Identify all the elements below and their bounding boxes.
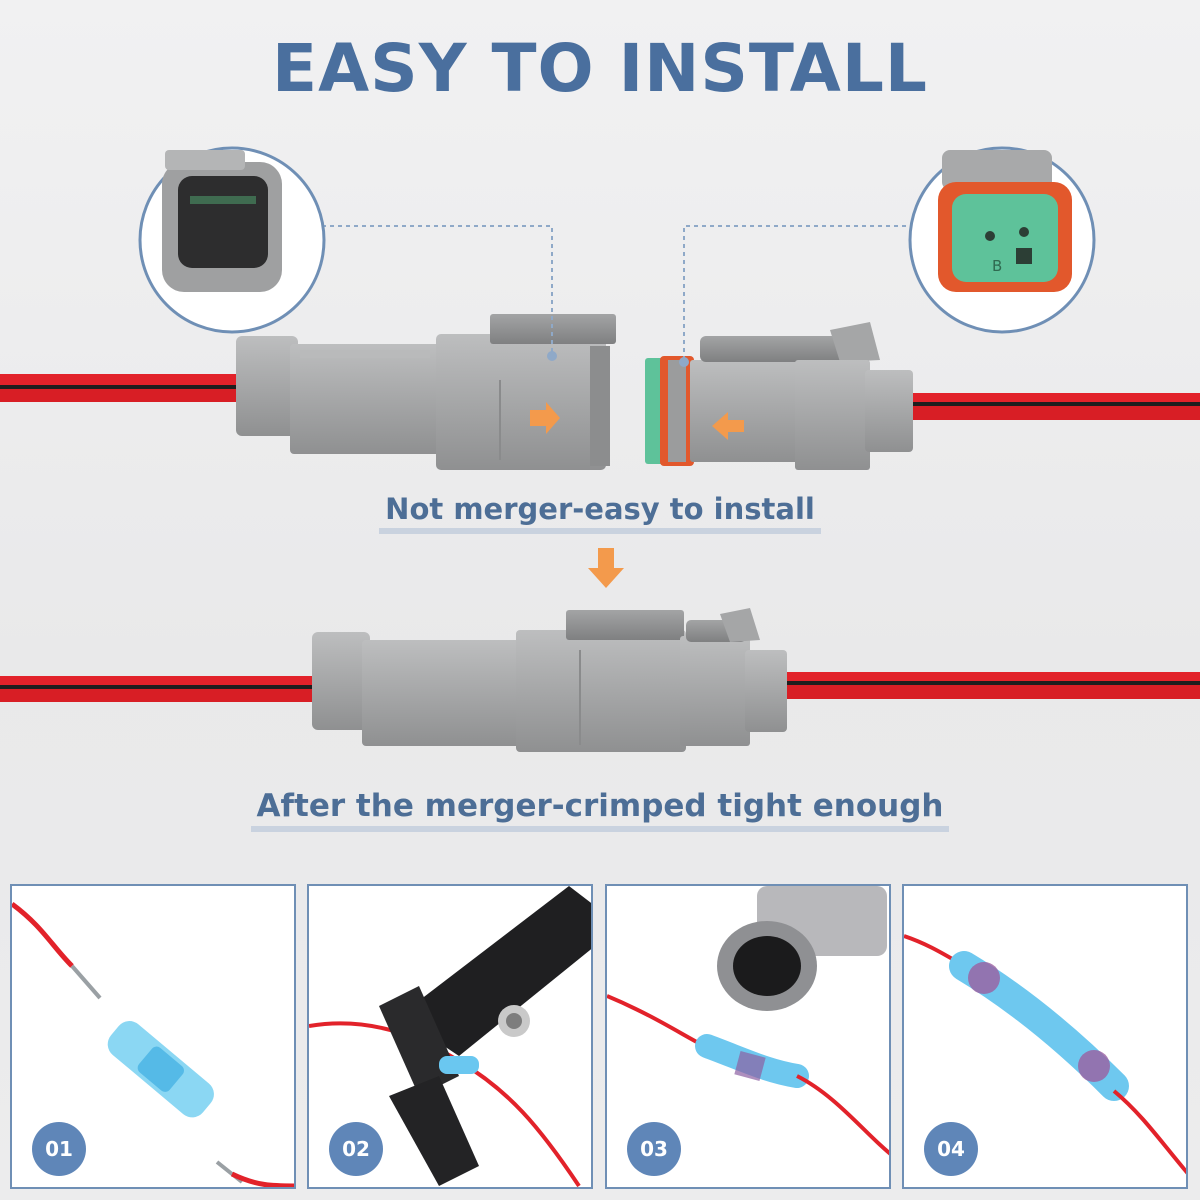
leader-line-right xyxy=(683,225,914,362)
step-badge-02: 02 xyxy=(329,1122,383,1176)
caption-before-merge: Not merger-easy to install xyxy=(0,492,1200,534)
caption-after-merge: After the merger-crimped tight enough xyxy=(0,788,1200,832)
step-badge-01: 01 xyxy=(32,1122,86,1176)
male-connector xyxy=(236,314,616,470)
heat-gun-nozzle xyxy=(717,886,887,1011)
connector-illustration: B xyxy=(0,146,1200,752)
sealed-connector xyxy=(949,951,1129,1101)
leader-dot-left xyxy=(547,351,557,361)
down-arrow-icon xyxy=(588,548,624,588)
wire-right-bottom xyxy=(780,672,1200,699)
zoom-circle-female-face: B xyxy=(908,146,1096,334)
step-badge-03: 03 xyxy=(627,1122,681,1176)
leader-dot-right xyxy=(679,357,689,367)
step-panel-04: 04 xyxy=(902,884,1188,1189)
merged-connector xyxy=(312,608,787,752)
step-panel-01: 01 xyxy=(10,884,296,1189)
cavity-letter: B xyxy=(992,257,1002,275)
shrinking-connector xyxy=(695,1034,809,1088)
wire-left-bottom xyxy=(0,676,320,702)
female-connector xyxy=(645,322,913,470)
page-title: EASY TO INSTALL xyxy=(272,30,928,107)
crimping-tool xyxy=(379,886,591,1186)
butt-connector xyxy=(107,1021,214,1118)
zoom-circle-male-socket xyxy=(138,146,326,334)
step-panel-02: 02 xyxy=(307,884,593,1189)
wire-left-top xyxy=(0,374,250,402)
wire-right-top xyxy=(905,393,1200,420)
step-panel-03: 03 xyxy=(605,884,891,1189)
step-badge-04: 04 xyxy=(924,1122,978,1176)
